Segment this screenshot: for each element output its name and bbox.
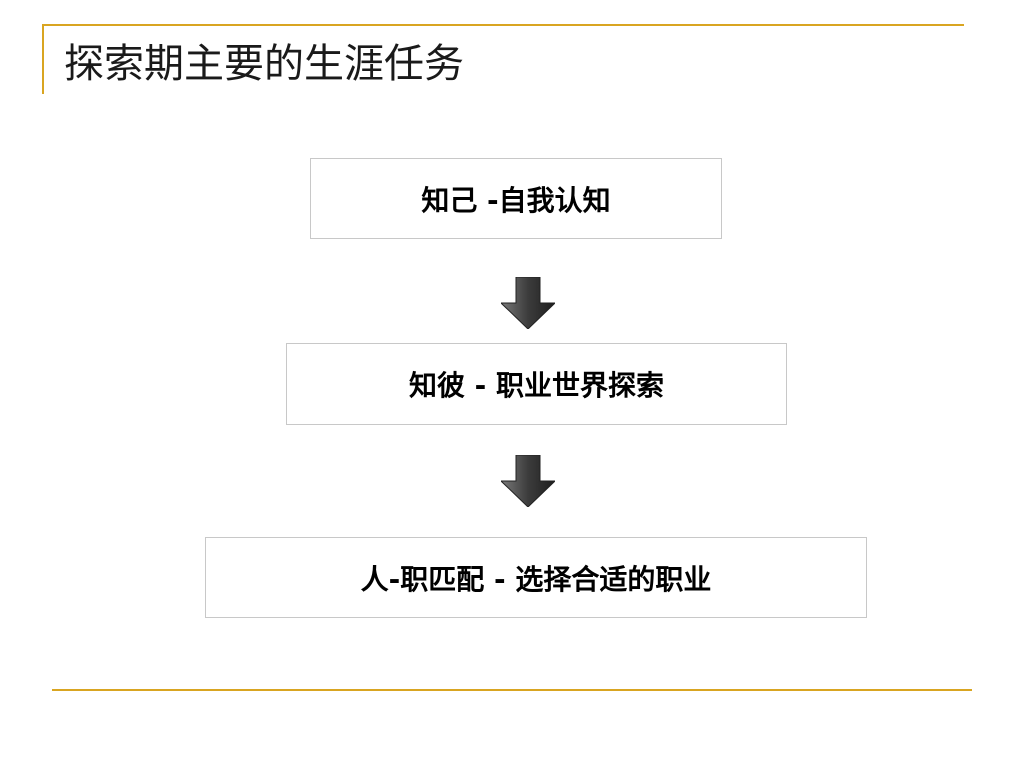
flow-step-label: 知彼 - 职业世界探索 <box>408 369 665 402</box>
slide-title: 探索期主要的生涯任务 <box>64 41 464 87</box>
flow-step-label: 人-职匹配 - 选择合适的职业 <box>360 562 712 596</box>
flow-step-person-job-match: 人-职匹配 - 选择合适的职业 <box>205 537 867 618</box>
flow-step-label: 知己 -自我认知 <box>421 183 611 217</box>
flow-step-self-knowledge: 知己 -自我认知 <box>310 158 722 239</box>
down-arrow-icon <box>501 277 555 329</box>
bottom-accent-line <box>52 689 972 691</box>
flow-step-world-exploration: 知彼 - 职业世界探索 <box>286 343 787 425</box>
left-accent-line <box>42 24 44 94</box>
down-arrow-icon <box>501 455 555 507</box>
top-accent-line <box>42 24 964 26</box>
